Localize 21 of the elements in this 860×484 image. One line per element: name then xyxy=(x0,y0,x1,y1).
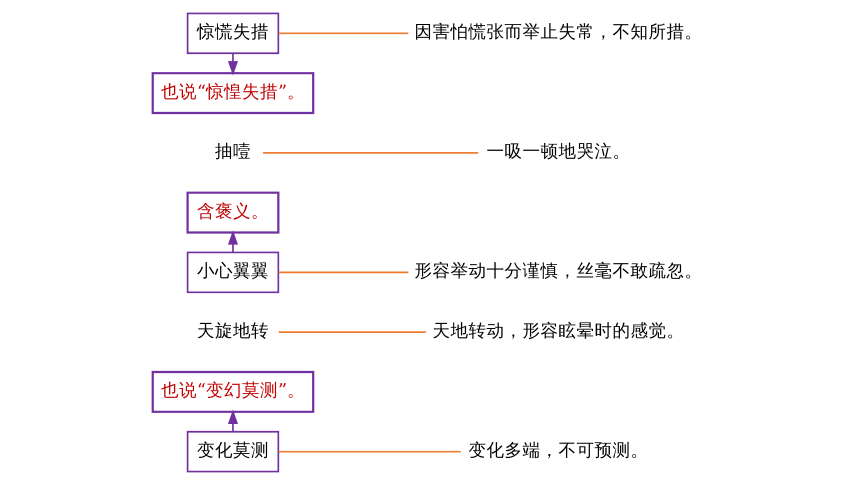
node-box: 含褒义。 xyxy=(186,191,279,234)
node-text: 一吸一顿地哭泣。 xyxy=(486,142,630,162)
connector xyxy=(262,152,478,154)
node-box: 小心翼翼 xyxy=(186,251,279,293)
node-text: 变化多端，不可预测。 xyxy=(468,440,648,460)
node-text: 形容举动十分谨慎，丝毫不敢疏忽。 xyxy=(414,261,702,282)
connector xyxy=(278,32,408,34)
node-text: 抽噎 xyxy=(214,142,250,162)
node-text: 天旋地转 xyxy=(196,320,268,341)
arrow xyxy=(227,409,238,432)
connector xyxy=(278,450,460,452)
arrow xyxy=(227,53,238,76)
node-box: 惊慌失措 xyxy=(186,12,279,54)
connector xyxy=(278,271,408,273)
arrow xyxy=(227,230,238,252)
node-box: 也说“惊惶失措”。 xyxy=(151,72,314,114)
node-text: 因害怕慌张而举止失常，不知所措。 xyxy=(414,22,702,42)
node-box: 也说“变幻莫测”。 xyxy=(151,370,314,412)
node-text: 天地转动，形容眩晕时的感觉。 xyxy=(432,320,684,341)
connector xyxy=(278,330,426,332)
node-box: 变化莫测 xyxy=(186,430,279,472)
